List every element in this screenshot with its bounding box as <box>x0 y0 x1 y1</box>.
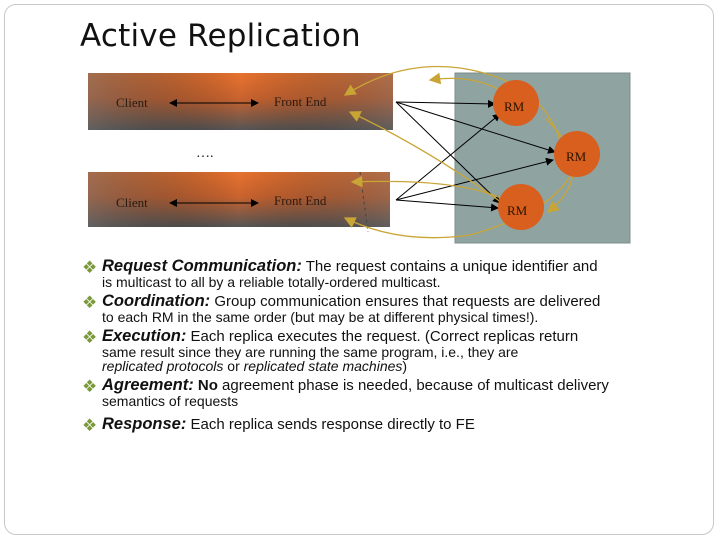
rm-node-2: RM <box>554 131 600 177</box>
bullet-text: ) <box>402 358 408 374</box>
response-arrows <box>343 65 576 239</box>
diamond-bullet-icon: ❖ <box>82 328 98 347</box>
bullet-agreement: ❖ Agreement: No agreement phase is neede… <box>82 376 702 409</box>
bullet-text: Group communication ensures that request… <box>210 293 601 310</box>
bullet-continuation: semantics of requests <box>102 393 239 409</box>
replication-diagram: Client Front End …. Client Front End RM … <box>88 65 631 244</box>
italic-term: replicated protocols <box>102 358 224 374</box>
diamond-bullet-icon: ❖ <box>82 258 98 277</box>
bullet-text: The request contains a unique identifier… <box>301 258 598 275</box>
client-band-bottom <box>88 172 390 227</box>
bullet-text: or <box>223 358 244 374</box>
bullet-execution: ❖ Execution: Each replica executes the r… <box>82 327 702 374</box>
ellipsis: …. <box>196 146 214 161</box>
dashed-divider <box>359 171 369 233</box>
bullet-response: ❖ Response: Each replica sends response … <box>82 415 702 435</box>
frontend-label-top: Front End <box>274 94 327 109</box>
rm-label-3: RM <box>507 203 528 218</box>
diamond-bullet-icon: ❖ <box>82 416 98 435</box>
bullet-continuation: is multicast to all by a reliable totall… <box>102 274 441 290</box>
bullet-heading: Request Communication: <box>102 257 302 275</box>
bullet-text: Each replica sends response directly to … <box>186 416 475 433</box>
rm-node-1: RM <box>493 80 539 126</box>
italic-term: replicated state machines <box>243 358 403 374</box>
bullet-heading: Response: <box>102 415 187 433</box>
rm-label-2: RM <box>566 149 587 164</box>
diamond-bullet-icon: ❖ <box>82 293 98 312</box>
rm-node-3: RM <box>498 184 544 230</box>
bullet-coordination: ❖ Coordination: Group communication ensu… <box>82 292 702 325</box>
bold-word: No <box>193 377 218 394</box>
client-label-top: Client <box>116 95 148 110</box>
server-panel <box>454 72 631 244</box>
client-band-top <box>88 73 393 130</box>
multicast-arrows-top <box>395 99 556 204</box>
bullet-request: ❖ Request Communication: The request con… <box>82 257 702 290</box>
rm-label-1: RM <box>504 99 525 114</box>
bullet-heading: Execution: <box>102 327 187 345</box>
bullet-text: agreement phase is needed, because of mu… <box>217 377 609 394</box>
bullet-heading: Agreement: <box>102 376 194 394</box>
bullet-continuation: to each RM in the same order (but may be… <box>102 309 539 325</box>
diamond-bullet-icon: ❖ <box>82 377 98 396</box>
frontend-label-bottom: Front End <box>274 193 327 208</box>
bullet-heading: Coordination: <box>102 292 211 310</box>
bullet-continuation: same result since they are running the s… <box>102 344 519 360</box>
slide-title: Active Replication <box>80 18 361 54</box>
bullet-list: ❖ Request Communication: The request con… <box>82 258 702 437</box>
client-label-bottom: Client <box>116 195 148 210</box>
bullet-text: Each replica executes the request. (Corr… <box>186 328 579 345</box>
multicast-arrows-bottom <box>395 113 554 212</box>
